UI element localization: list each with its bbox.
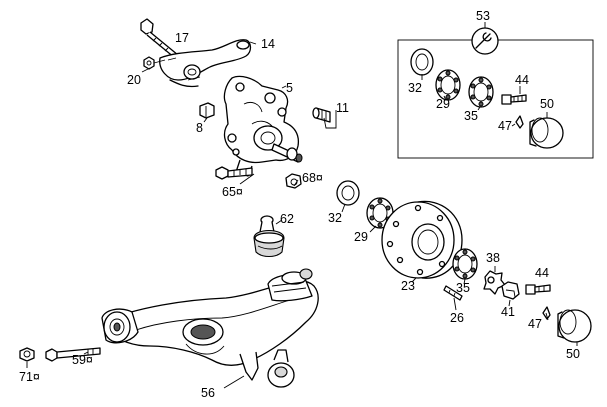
bolt-59 bbox=[45, 347, 101, 362]
nut-20 bbox=[143, 56, 166, 70]
bolt-65 bbox=[215, 166, 253, 180]
lower-control-arm bbox=[101, 268, 319, 388]
kit-seal-ring-32 bbox=[410, 48, 434, 76]
nut-41 bbox=[501, 281, 520, 300]
kit-clip-47 bbox=[515, 115, 524, 129]
leader-lines bbox=[26, 41, 578, 389]
callout-53: 53 bbox=[476, 9, 490, 23]
kit-bolt-44 bbox=[501, 94, 527, 105]
callout-5: 5 bbox=[286, 81, 293, 95]
callout-labels: 17 14 20 5 8 11 65¤ 68¤ 62 32 29 23 35 2… bbox=[19, 9, 580, 400]
kit-grease-cap-50 bbox=[529, 117, 564, 149]
callout-23: 23 bbox=[401, 279, 415, 293]
callout-65: 65¤ bbox=[222, 185, 243, 199]
callout-14: 14 bbox=[261, 37, 275, 51]
control-arm-14 bbox=[159, 39, 252, 81]
wheel-hub-23 bbox=[381, 200, 463, 279]
callout-68: 68¤ bbox=[302, 171, 323, 185]
callout-32-hub: 32 bbox=[328, 211, 342, 225]
callout-8: 8 bbox=[196, 121, 203, 135]
ball-joint-62 bbox=[253, 215, 285, 258]
callout-17: 17 bbox=[175, 31, 189, 45]
sensor-11 bbox=[312, 107, 337, 129]
clip-47 bbox=[542, 306, 551, 320]
callout-50-hub: 50 bbox=[566, 347, 580, 361]
callout-62: 62 bbox=[280, 212, 294, 226]
callout-38: 38 bbox=[486, 251, 500, 265]
callout-35-hub: 35 bbox=[456, 281, 470, 295]
kit-bearing-35 bbox=[468, 76, 494, 108]
callout-44-hub: 44 bbox=[535, 266, 549, 280]
stud-8 bbox=[199, 102, 215, 119]
kit-wrench-icon bbox=[471, 22, 499, 55]
callout-47-kit: 47 bbox=[498, 119, 512, 133]
bearing-35 bbox=[452, 248, 478, 280]
callout-50-kit: 50 bbox=[540, 97, 554, 111]
callout-44-kit: 44 bbox=[515, 73, 529, 87]
washer-38 bbox=[483, 270, 506, 295]
bolt-17 bbox=[140, 18, 179, 59]
nut-68 bbox=[285, 173, 302, 189]
bolt-44 bbox=[525, 284, 551, 295]
callout-56: 56 bbox=[201, 386, 215, 400]
callout-29-hub: 29 bbox=[354, 230, 368, 244]
callout-29-kit: 29 bbox=[436, 97, 450, 111]
kit-bearing-29 bbox=[435, 69, 461, 101]
wheel-stud-26 bbox=[443, 285, 463, 301]
seal-ring-32 bbox=[336, 180, 360, 206]
callout-32-kit: 32 bbox=[408, 81, 422, 95]
callout-20: 20 bbox=[127, 73, 141, 87]
callout-41: 41 bbox=[501, 305, 515, 319]
callout-11: 11 bbox=[336, 101, 349, 115]
arm-link bbox=[169, 79, 199, 88]
callout-47-hub: 47 bbox=[528, 317, 542, 331]
callout-26: 26 bbox=[450, 311, 464, 325]
grease-cap-50 bbox=[557, 309, 592, 343]
callout-35-kit: 35 bbox=[464, 109, 478, 123]
callout-59: 59¤ bbox=[72, 353, 93, 367]
nut-71 bbox=[19, 347, 35, 362]
callout-71: 71¤ bbox=[19, 370, 40, 384]
